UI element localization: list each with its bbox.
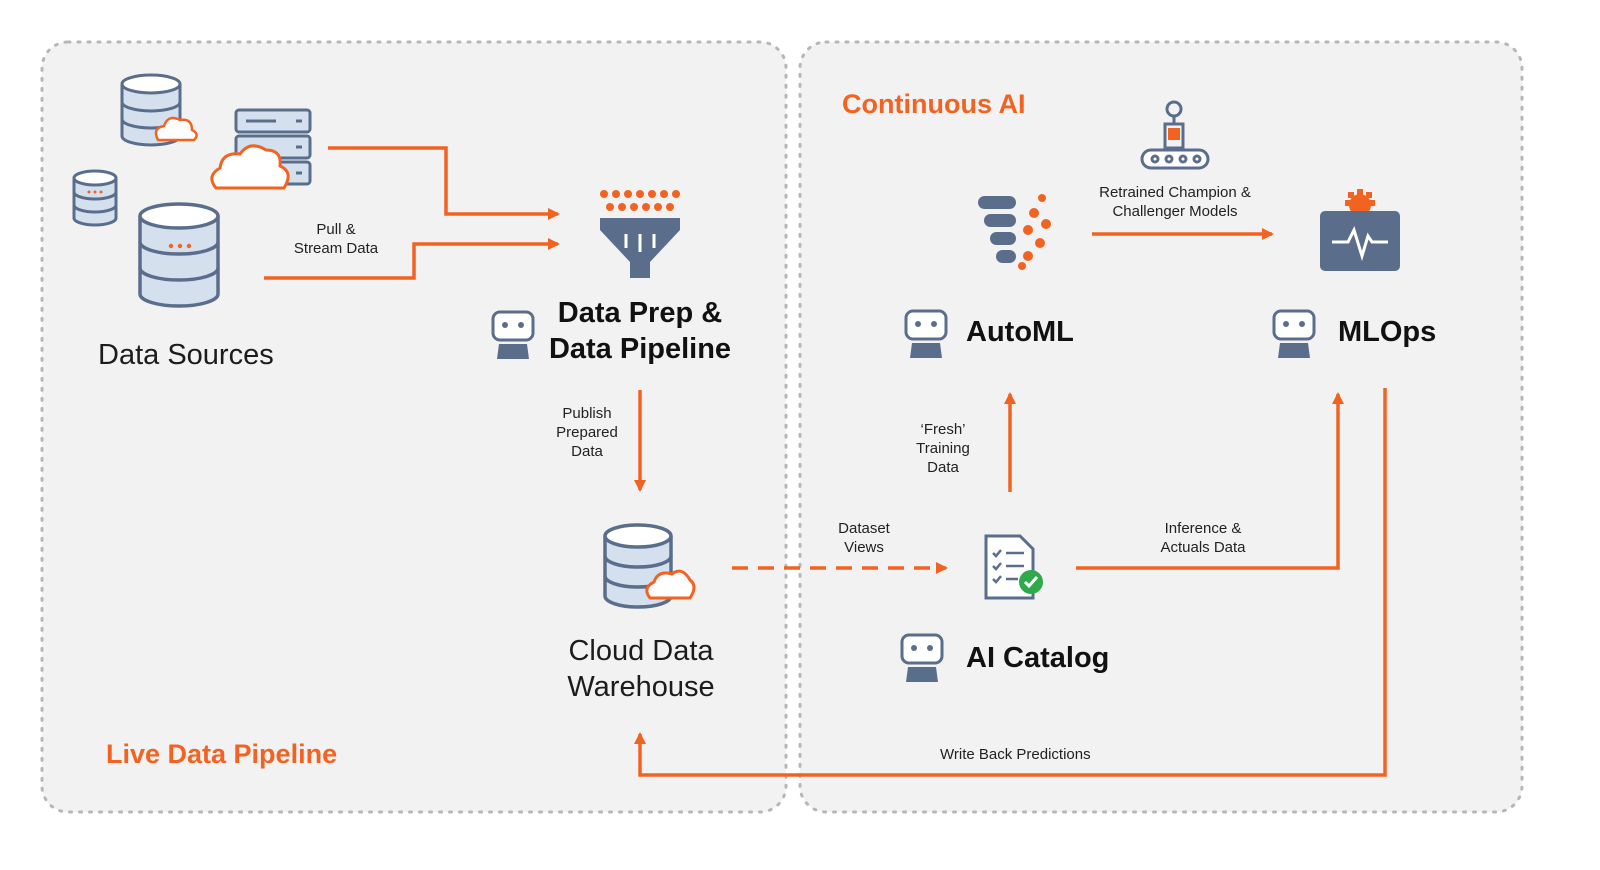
data-prep-line-2: Data Pipeline bbox=[548, 333, 732, 366]
automl-title: AutoML bbox=[966, 316, 1074, 348]
arrow-write-back bbox=[634, 388, 1387, 777]
dataset-views-line-1: Dataset bbox=[838, 520, 890, 537]
conveyor-robot-icon bbox=[1140, 100, 1210, 170]
fresh-line-3: Data bbox=[927, 458, 959, 476]
inference-line-1: Inference & bbox=[1164, 520, 1242, 537]
cloud-database-icon bbox=[603, 523, 696, 609]
checklist-document-icon bbox=[984, 534, 1043, 600]
cloud-warehouse-line-1: Cloud Data bbox=[568, 635, 714, 667]
data-prep-line-1: Data Prep & bbox=[557, 297, 723, 329]
server-rack-icon bbox=[210, 108, 312, 190]
small-database-icon bbox=[72, 169, 118, 227]
live-data-pipeline-title: Live Data Pipeline bbox=[106, 739, 338, 769]
cloud-warehouse-title: Cloud Data Warehouse bbox=[546, 633, 736, 706]
live-data-pipeline-panel bbox=[40, 40, 788, 814]
write-back-label: Write Back Predictions bbox=[940, 746, 1091, 763]
robot-icon bbox=[491, 310, 535, 359]
data-prep-title: Data Prep & Data Pipeline bbox=[540, 295, 740, 368]
robot-icon bbox=[904, 309, 948, 358]
publish-line-3: Data bbox=[571, 442, 603, 460]
pull-stream-line-2: Stream Data bbox=[293, 239, 379, 257]
monitor-gear-icon bbox=[1320, 189, 1400, 271]
dataset-views-label: Dataset Views bbox=[824, 520, 904, 558]
fresh-training-label: ‘Fresh’ Training Data bbox=[903, 421, 983, 477]
dataset-views-line-2: Views bbox=[844, 538, 884, 556]
fresh-line-1: ‘Fresh’ bbox=[920, 421, 966, 438]
fresh-line-2: Training bbox=[916, 439, 970, 457]
continuous-ai-title: Continuous AI bbox=[842, 89, 1026, 119]
large-database-icon bbox=[138, 202, 220, 308]
retrained-models-label: Retrained Champion & Challenger Models bbox=[1085, 184, 1265, 222]
inference-actuals-label: Inference & Actuals Data bbox=[1143, 520, 1263, 558]
robot-icon bbox=[900, 633, 944, 682]
arrow-sources-to-prep-bottom bbox=[264, 238, 560, 280]
cloud-warehouse-line-2: Warehouse bbox=[567, 671, 715, 704]
funnel-icon bbox=[600, 190, 680, 278]
publish-line-2: Prepared bbox=[556, 423, 618, 441]
pull-stream-label: Pull & Stream Data bbox=[284, 221, 388, 259]
retrained-line-2: Challenger Models bbox=[1112, 202, 1238, 220]
retrained-line-1: Retrained Champion & bbox=[1099, 184, 1251, 201]
database-cloud-icon bbox=[120, 73, 198, 147]
pull-stream-line-1: Pull & bbox=[316, 221, 356, 238]
data-sources-label: Data Sources bbox=[98, 339, 274, 371]
robot-icon bbox=[1272, 309, 1316, 358]
ai-catalog-title: AI Catalog bbox=[966, 642, 1110, 674]
inference-line-2: Actuals Data bbox=[1160, 538, 1246, 556]
arrow-catalog-to-mlops bbox=[1076, 392, 1344, 570]
publish-prepared-label: Publish Prepared Data bbox=[547, 405, 627, 461]
publish-line-1: Publish bbox=[562, 405, 612, 422]
mlops-title: MLOps bbox=[1338, 316, 1437, 348]
automl-icon bbox=[978, 194, 1051, 270]
arrow-sources-to-prep-top bbox=[328, 146, 560, 220]
